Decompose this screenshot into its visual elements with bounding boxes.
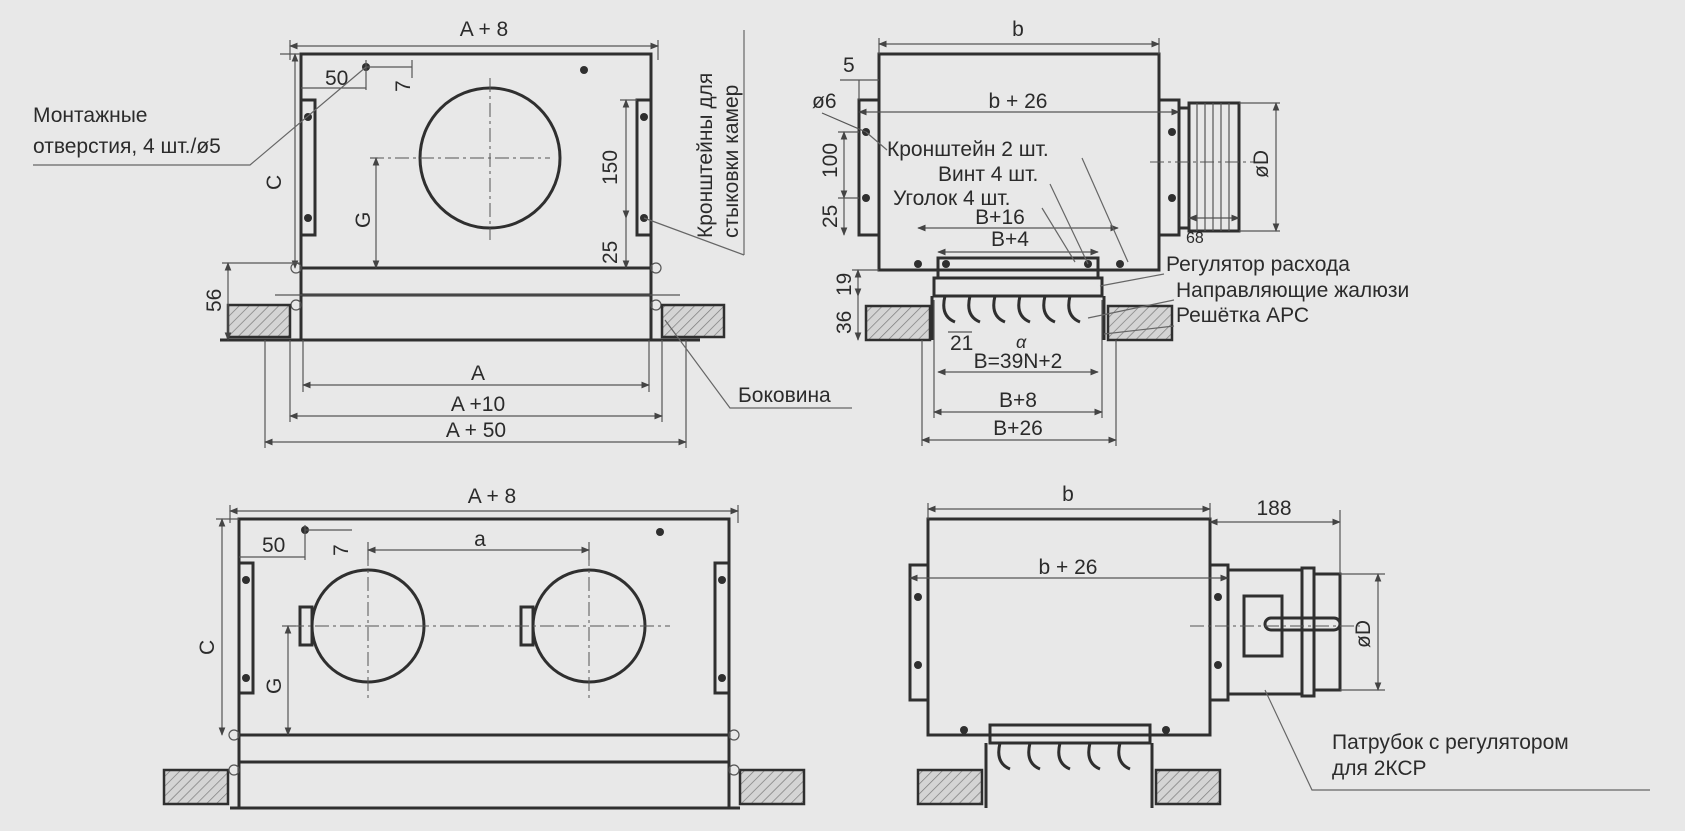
label-nozzle-line2: для 2КСР xyxy=(1332,757,1427,780)
dim-a-plus-10: A +10 xyxy=(451,393,505,416)
dim-36: 36 xyxy=(833,311,856,334)
dim-b-plus-16: B+16 xyxy=(975,206,1025,229)
label-brackets-chambers-line1: Кронштейны для xyxy=(694,73,717,238)
ceiling-panel-left xyxy=(162,768,230,806)
label-brackets-chambers-line2: стыковки камер xyxy=(720,85,743,238)
label-side-wall: Боковина xyxy=(738,384,831,407)
view-side-single: b 5 b + 26 ø6 100 25 øD 68 B+16 B+4 19 3… xyxy=(812,18,1409,446)
view-front-single: A + 8 50 7 C G 150 25 56 A A +10 A xyxy=(33,18,852,448)
dim-b-plus-8: B+8 xyxy=(999,389,1037,412)
dim-21: 21 xyxy=(950,332,973,355)
dim-b-plus-26: b + 26 xyxy=(989,90,1048,113)
dim-b-plus-26: b + 26 xyxy=(1039,556,1098,579)
dim-25: 25 xyxy=(599,241,622,264)
dim-alpha: α xyxy=(1016,332,1027,352)
label-flow-regulator: Регулятор расхода xyxy=(1166,253,1350,276)
label-louvers: Направляющие жалюзи xyxy=(1176,279,1409,302)
dim-7: 7 xyxy=(392,80,415,92)
ceiling-panel-right xyxy=(660,303,726,339)
ceiling-panel-right xyxy=(1106,304,1174,342)
dim-150: 150 xyxy=(599,150,622,185)
dim-g: G xyxy=(263,678,286,694)
dim-c: C xyxy=(263,175,286,190)
dim-a-plus-50: A + 50 xyxy=(446,419,506,442)
dim-a-plus-8: A + 8 xyxy=(460,18,508,41)
view-front-double: A + 8 50 7 a C G xyxy=(162,485,806,810)
dim-phi6: ø6 xyxy=(812,90,837,113)
dim-188: 188 xyxy=(1256,497,1291,520)
dim-50: 50 xyxy=(325,67,348,90)
view-side-double: b b + 26 188 øD Патрубок с регулятором д… xyxy=(908,483,1650,808)
label-bracket: Кронштейн 2 шт. xyxy=(887,138,1049,161)
label-screw: Винт 4 шт. xyxy=(938,163,1038,186)
label-angle: Уголок 4 шт. xyxy=(893,187,1011,210)
dim-b: b xyxy=(1012,18,1024,41)
label-grille: Решётка АРС xyxy=(1176,304,1309,327)
dim-b-plus-26-cap: B+26 xyxy=(993,417,1043,440)
dim-a-plus-8: A + 8 xyxy=(468,485,516,508)
dim-b: b xyxy=(1062,483,1074,506)
ceiling-panel-left xyxy=(916,768,984,806)
dim-b-plus-4: B+4 xyxy=(991,228,1029,251)
dim-50: 50 xyxy=(262,534,285,557)
dim-phiD: øD xyxy=(1250,150,1273,178)
dim-7: 7 xyxy=(330,544,353,556)
dim-a: A xyxy=(471,362,485,385)
label-nozzle-line1: Патрубок с регулятором xyxy=(1332,731,1569,754)
dim-phiD: øD xyxy=(1352,620,1375,648)
ceiling-panel-left xyxy=(226,303,292,339)
ceiling-panel-left xyxy=(864,304,932,342)
dim-g: G xyxy=(352,212,375,228)
dim-c: C xyxy=(196,640,219,655)
dim-b-formula: B=39N+2 xyxy=(974,350,1063,373)
dim-small-a: a xyxy=(474,528,486,551)
label-mount-holes-line2: отверстия, 4 шт./ø5 xyxy=(33,135,221,158)
ceiling-panel-right xyxy=(738,768,806,806)
dim-19: 19 xyxy=(833,273,856,296)
dim-25: 25 xyxy=(819,205,842,228)
dim-100: 100 xyxy=(819,143,842,178)
label-mount-holes-line1: Монтажные xyxy=(33,104,148,127)
dim-56: 56 xyxy=(203,289,226,312)
dim-68: 68 xyxy=(1186,230,1204,247)
dim-5: 5 xyxy=(843,54,855,77)
ceiling-panel-right xyxy=(1154,768,1222,806)
